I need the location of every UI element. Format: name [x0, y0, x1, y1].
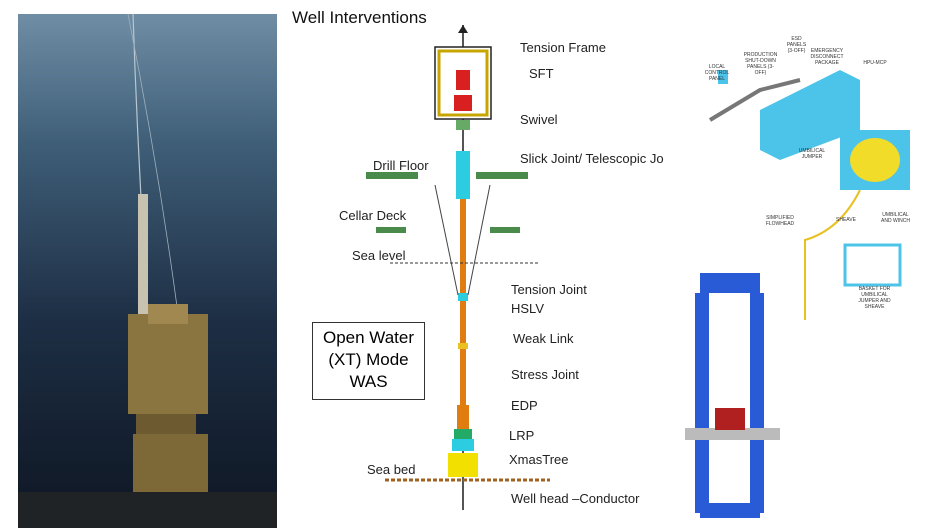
subsea-stack-photo: [18, 14, 277, 528]
slide-title: Well Interventions: [292, 8, 427, 27]
mode-line-1: Open Water: [322, 328, 415, 347]
mode-line-3: WAS: [349, 372, 388, 391]
label-psd-panels: PRODUCTION SHUT-DOWN PANELS (3-OFF): [743, 52, 778, 76]
label-tension-joint: Tension Joint: [511, 282, 587, 297]
well-intervention-diagram: [366, 25, 550, 510]
label-edp-package: EMERGENCY DISCONNECT PACKAGE: [810, 48, 844, 66]
label-lrp: LRP: [509, 428, 535, 443]
label-esd-panels: ESD PANELS (3-OFF): [786, 36, 807, 54]
label-jumper: UMBILICAL JUMPER: [798, 148, 826, 160]
label-local-panel: LOCAL CONTROL PANEL: [704, 64, 730, 82]
label-drill-floor: Drill Floor: [373, 158, 429, 173]
label-swivel: Swivel: [520, 112, 558, 127]
label-basket: BASKET FOR UMBILICAL JUMPER AND SHEAVE: [858, 286, 891, 310]
label-sft: SFT: [529, 66, 554, 81]
label-wellhead: Well head –Conductor: [511, 491, 640, 506]
label-sheave: SHEAVE: [836, 217, 856, 223]
label-flowhead: SIMPLIFIED FLOWHEAD: [765, 215, 795, 227]
mode-box: Open Water (XT) Mode WAS: [312, 322, 425, 400]
label-sea-bed: Sea bed: [367, 462, 416, 477]
label-tension-frame: Tension Frame: [520, 40, 606, 55]
label-sea-level: Sea level: [352, 248, 406, 263]
label-weak-link: Weak Link: [513, 331, 574, 346]
label-stress-joint: Stress Joint: [511, 367, 579, 382]
label-cellar-deck: Cellar Deck: [339, 208, 407, 223]
label-edp: EDP: [511, 398, 538, 413]
blue-frame-illustration: [685, 273, 780, 518]
label-xmastree: XmasTree: [509, 452, 569, 467]
label-slick-joint: Slick Joint/ Telescopic Jo: [520, 151, 664, 166]
mode-line-2: (XT) Mode: [328, 350, 409, 369]
label-hslv: HSLV: [511, 301, 544, 316]
label-winch: UMBILICAL AND WINCH: [881, 212, 910, 224]
equipment-diagram: [708, 70, 910, 320]
label-hpu: HPU-MCP: [863, 60, 887, 66]
